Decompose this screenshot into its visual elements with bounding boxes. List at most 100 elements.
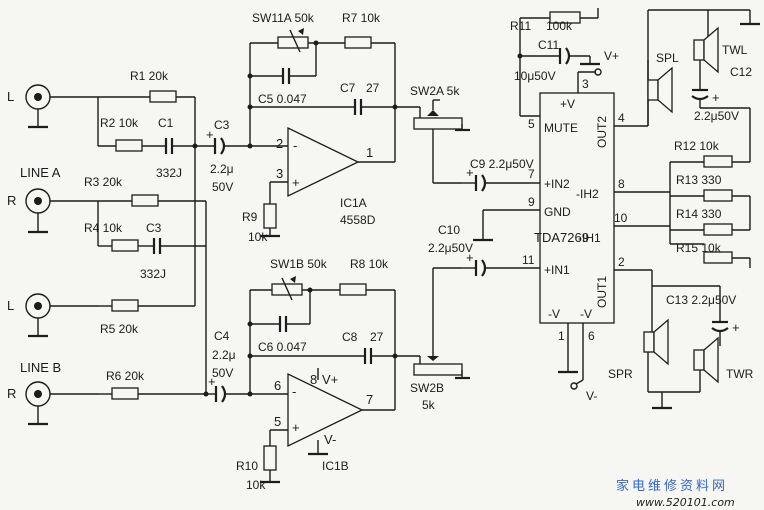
input-jack-l2 — [25, 293, 98, 338]
label-r1: R1 20k — [130, 69, 169, 83]
svg-text:+: + — [206, 127, 214, 142]
resistor-r14 — [703, 223, 733, 236]
label-c12: C12 — [730, 65, 752, 79]
label-twl: TWL — [722, 43, 748, 57]
label-spl: SPL — [656, 51, 679, 65]
label-line-a: LINE A — [20, 165, 61, 180]
chip-name-tda: TDA7269 — [534, 230, 589, 245]
pin-vplus-tda: +V — [560, 97, 575, 111]
speaker-twl — [693, 39, 705, 61]
svg-text:+: + — [466, 165, 474, 180]
speaker-twr — [693, 349, 705, 371]
label-supply-pos: V+ — [604, 49, 619, 63]
volume-pots — [413, 99, 470, 380]
label-c10-value: 2.2μ50V — [428, 241, 473, 255]
resistor-r5 — [111, 299, 139, 312]
opamp-ic1b — [287, 372, 364, 448]
pin-10-tda: 10 — [614, 211, 628, 225]
label-c4: C4 — [214, 329, 230, 343]
pin-vneg2-tda: -V — [580, 307, 592, 321]
label-vminus-ic1b: V- — [324, 432, 336, 447]
label-input-l2: L — [7, 298, 14, 313]
label-c11-value: 10μ50V — [514, 69, 556, 83]
label-ic1b: IC1B — [322, 459, 349, 473]
resistor-r12 — [703, 155, 733, 168]
chip-tda7269 — [539, 92, 615, 324]
svg-text:+: + — [208, 374, 216, 389]
resistor-r7 — [344, 36, 372, 49]
label-r5: R5 20k — [100, 322, 139, 336]
label-r10-value: 10k — [246, 478, 266, 492]
pin-2-ic1a: 2 — [276, 136, 283, 151]
mixer-wiring — [97, 90, 209, 400]
label-r14: R14 330 — [676, 207, 722, 221]
label-supply-neg: V- — [586, 389, 597, 403]
svg-text:+: + — [732, 320, 740, 335]
channel-b-wiring: + — [206, 276, 420, 484]
label-r13: R13 330 — [676, 173, 722, 187]
pin-plus-ic1b: + — [292, 420, 300, 435]
pin-4-tda: 4 — [618, 111, 625, 125]
label-input-l1: L — [7, 89, 14, 104]
pin-in2-tda: +IN2 — [544, 177, 570, 191]
svg-text:+: + — [712, 90, 720, 105]
pin-8-tda: 8 — [618, 177, 625, 191]
pin-1-ic1a: 1 — [366, 145, 373, 160]
label-line-b: LINE B — [20, 360, 61, 375]
pin-minus-ic1a: - — [293, 138, 297, 153]
pin-minus-ic1b: - — [292, 384, 296, 399]
pot-sw2b — [413, 363, 463, 376]
pin-8-ic1b: 8 — [310, 372, 317, 387]
label-c4-value1: 2.2μ — [212, 348, 236, 362]
label-c9: C9 2.2μ50V — [470, 157, 534, 171]
label-input-r1: R — [7, 193, 16, 208]
speaker-spl — [647, 79, 659, 101]
label-r12: R12 10k — [674, 139, 720, 153]
opamp-ic1a — [287, 126, 360, 198]
pin-1-tda: 1 — [558, 329, 565, 343]
label-ic1a: IC1A — [340, 196, 367, 210]
pot-sw2a — [413, 117, 463, 130]
pin-3-tda: 3 — [582, 77, 589, 91]
label-c3-value2: 50V — [212, 180, 233, 194]
resistor-r4 — [111, 239, 139, 252]
pin-ih1-tda: -IH1 — [578, 231, 601, 245]
label-c3-mixer-value: 332J — [140, 267, 166, 281]
pin-3-ic1a: 3 — [276, 166, 283, 181]
pin-7-ic1b: 7 — [366, 392, 373, 407]
pin-vneg1-tda: -V — [548, 307, 560, 321]
label-input-r2: R — [7, 386, 16, 401]
pin-5-ic1b: 5 — [274, 414, 281, 429]
label-r2: R2 10k — [100, 116, 139, 130]
resistor-r8 — [339, 283, 367, 296]
label-r3: R3 20k — [84, 175, 123, 189]
label-sw11a: SW11A 50k — [252, 11, 315, 25]
label-r10: R10 — [236, 459, 258, 473]
resistor-r2 — [115, 139, 143, 152]
speaker-spr — [643, 331, 655, 353]
label-c1: C1 — [158, 116, 174, 130]
pin-out2-tda: OUT2 — [595, 116, 609, 148]
label-r9-value: 10k — [248, 230, 268, 244]
label-r11-value: 100k — [546, 19, 573, 33]
pin-6-ic1b: 6 — [274, 378, 281, 393]
pin-ih2-tda: -IH2 — [576, 187, 599, 201]
label-sw2a: SW2A 5k — [410, 84, 460, 98]
label-c3-value1: 2.2μ — [210, 162, 234, 176]
label-c10: C10 — [438, 223, 460, 237]
label-r8: R8 10k — [350, 257, 389, 271]
label-c4-value2: 50V — [212, 366, 233, 380]
resistor-r6 — [111, 387, 139, 400]
label-c11: C11 — [538, 38, 559, 52]
label-spr: SPR — [608, 367, 633, 381]
label-c6: C6 0.047 — [258, 340, 307, 354]
label-c3: C3 — [214, 118, 230, 132]
label-r7: R7 10k — [342, 11, 381, 25]
label-sw1b: SW1B 50k — [270, 257, 328, 271]
label-c7: C7 — [340, 81, 356, 95]
label-c1-value: 332J — [156, 166, 182, 180]
pin-out1-tda: OUT1 — [595, 276, 609, 308]
label-c3-mixer: C3 — [146, 221, 162, 235]
label-r6: R6 20k — [106, 369, 145, 383]
